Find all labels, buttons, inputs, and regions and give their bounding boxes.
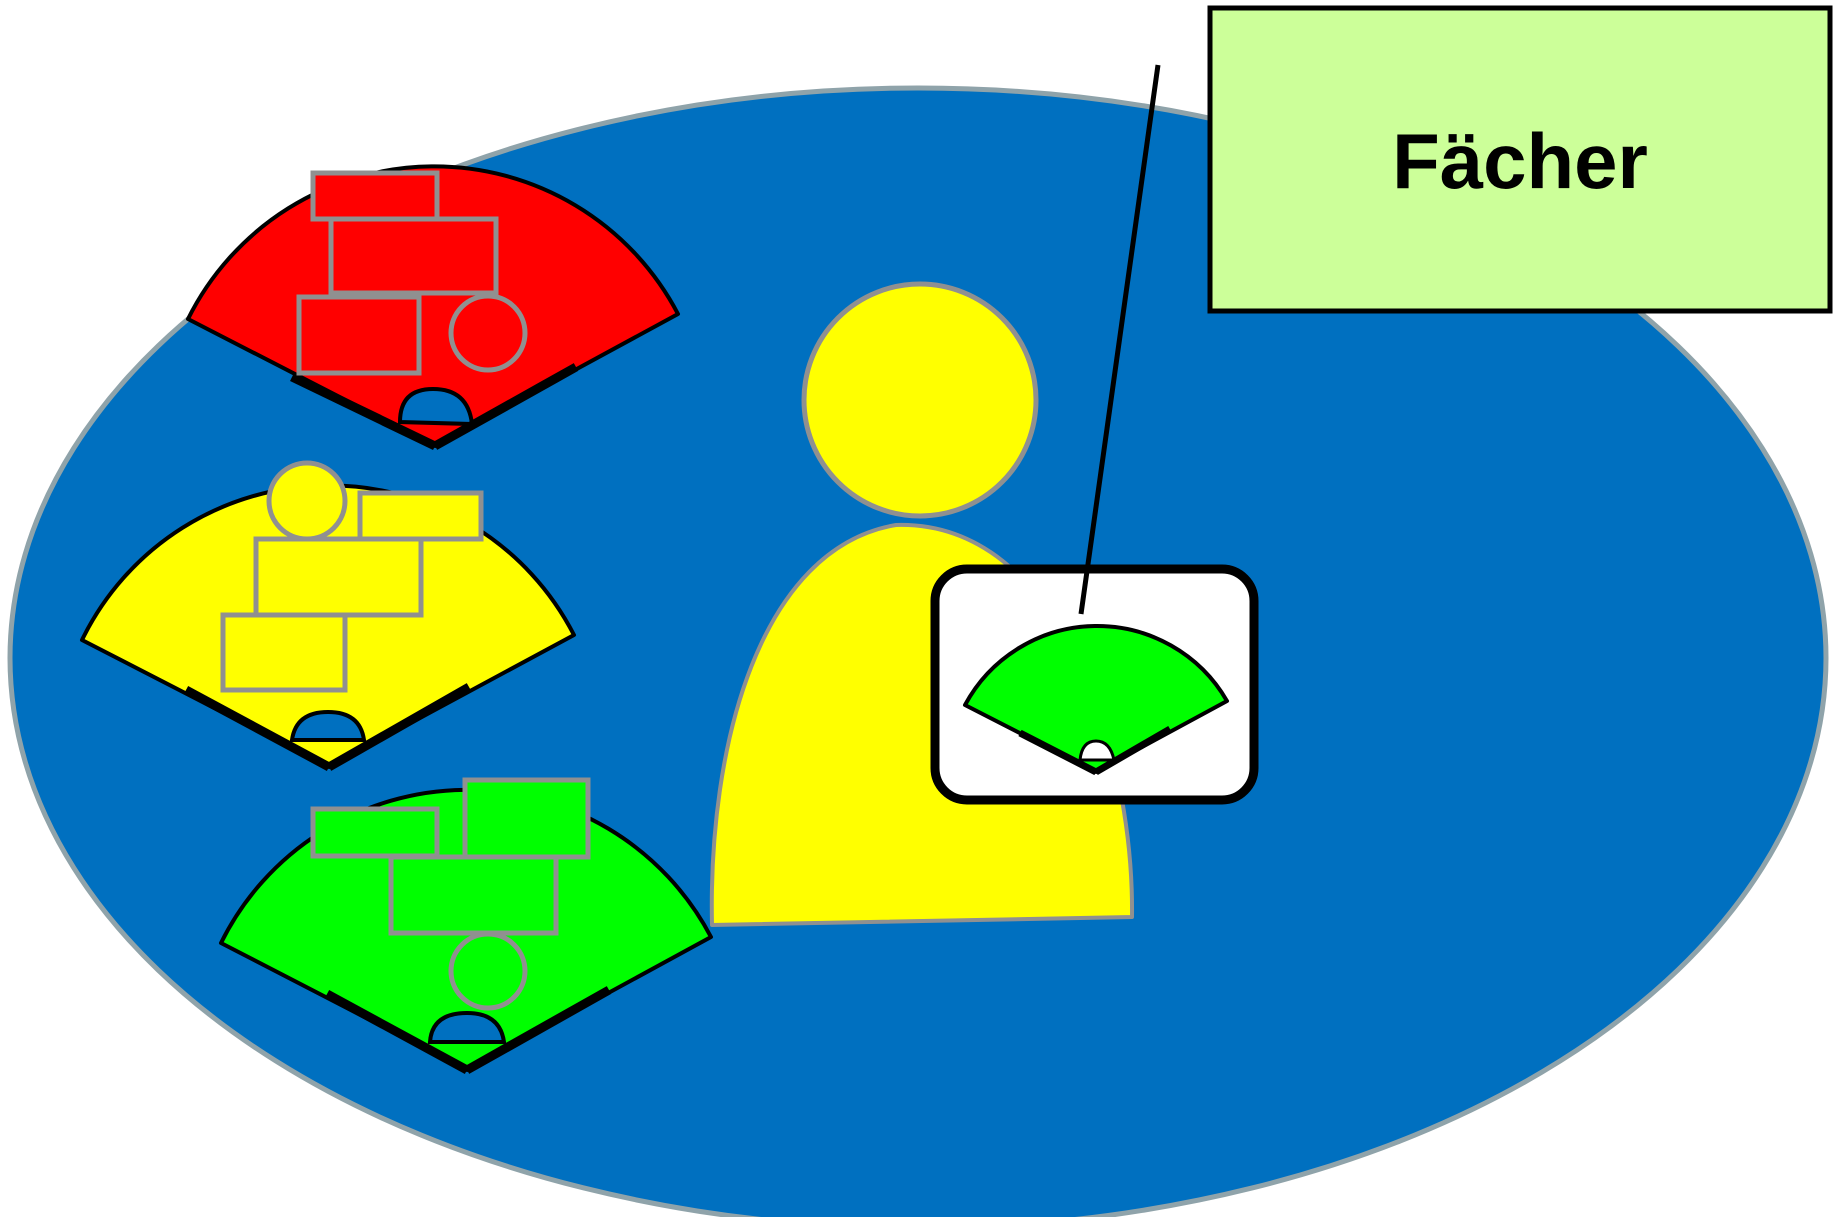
fan-yellow-handle-hole [289, 709, 367, 742]
fan-green-handle-hole [427, 1010, 507, 1044]
fan-red-handle-hole [397, 386, 475, 427]
fan-red-token [448, 293, 528, 373]
fan-card [930, 564, 1259, 805]
fan-card-fan-rib-right [1094, 725, 1172, 776]
person-head [801, 281, 1039, 519]
fan-green [219, 777, 713, 1074]
label-pointer-line [1078, 64, 1161, 615]
fan-yellow-card [220, 612, 348, 693]
fan-red-card [310, 170, 440, 222]
fan-yellow [80, 460, 576, 771]
fan-yellow-rib-right [326, 683, 472, 771]
label-box-frame [1207, 5, 1833, 314]
fan-green-card [462, 777, 591, 860]
fan-yellow-rib-left [183, 686, 332, 771]
fan-yellow-token [266, 460, 348, 542]
fan-green-rib-left [324, 990, 470, 1074]
fan-red [186, 164, 680, 451]
fan-red-card [328, 216, 499, 296]
fan-card-fan-handle-hole [1078, 739, 1116, 762]
fan-green-rib-right [464, 986, 612, 1074]
fan-yellow-card [357, 490, 484, 542]
fan-yellow-card [253, 536, 424, 618]
fan-green-card [388, 854, 559, 936]
label-text: Fächer [1392, 117, 1648, 205]
fan-green-card [310, 806, 440, 859]
fan-red-rib-left [290, 372, 437, 451]
fan-red-rib-right [432, 363, 579, 450]
label-box: Fächer [1207, 5, 1833, 314]
fan-card-fan-rib-left [1018, 729, 1098, 776]
fan-red-card [296, 294, 422, 376]
fan-green-token [448, 931, 528, 1011]
